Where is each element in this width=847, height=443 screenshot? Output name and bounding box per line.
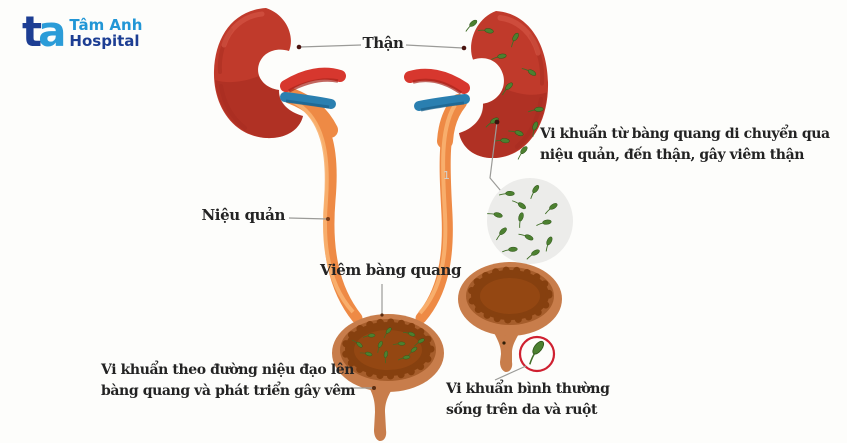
right-ureter-illustration <box>415 94 467 324</box>
normal-bacteria-note-line2: sống trên da và ruột <box>446 402 598 418</box>
renal-artery-left <box>280 67 346 93</box>
logo-letter-t: t <box>22 7 42 56</box>
faint-watermark: 1 <box>443 169 450 182</box>
pointer-dots <box>296 44 500 390</box>
left-ureter-illustration <box>283 88 363 324</box>
ureter-label: Niệu quản <box>201 206 286 224</box>
logo-ta-mark: ta <box>22 11 66 53</box>
renal-artery-right <box>404 68 470 95</box>
bacteria-magnifier-circle <box>486 178 573 264</box>
cystitis-label: Viêm bàng quang <box>320 261 462 279</box>
renal-vein-right <box>414 94 470 112</box>
kidney-label: Thận <box>362 34 404 52</box>
normal-bladder-illustration <box>458 262 562 372</box>
logo-name-line1: Tâm Anh <box>69 16 143 34</box>
logo-letter-a: a <box>38 7 66 56</box>
normal-bacteria-note: Vi khuẩn bình thường sống trên da và ruộ… <box>446 379 610 421</box>
connector-lines <box>288 44 527 389</box>
inflamed-bladder-illustration <box>332 314 444 441</box>
normal-bacteria-note-line1: Vi khuẩn bình thường <box>446 381 610 397</box>
urethra-infection-note-line2: bàng quang và phát triển gây vêm <box>101 383 356 399</box>
kidney-infection-note-line2: niệu quản, đến thận, gây viêm thận <box>540 147 805 163</box>
logo-name-line2: Hospital <box>69 32 140 50</box>
left-kidney-illustration <box>214 8 303 138</box>
urethra-infection-note: Vi khuẩn theo đường niệu đạo lên bàng qu… <box>101 360 355 402</box>
bacterium-magnifier-red-circle <box>518 335 556 373</box>
kidney-infection-note-line1: Vi khuẩn từ bàng quang di chuyển qua <box>540 126 830 142</box>
logo-name: Tâm Anh Hospital <box>69 17 142 49</box>
bacterium-on-urethra <box>502 341 506 345</box>
renal-vein-left <box>280 92 336 109</box>
right-kidney-illustration <box>459 11 548 158</box>
kidney-infection-note: Vi khuẩn từ bàng quang di chuyển qua niệ… <box>540 124 830 166</box>
hospital-logo: ta Tâm Anh Hospital <box>22 11 142 53</box>
urethra-infection-note-line1: Vi khuẩn theo đường niệu đạo lên <box>101 362 355 378</box>
